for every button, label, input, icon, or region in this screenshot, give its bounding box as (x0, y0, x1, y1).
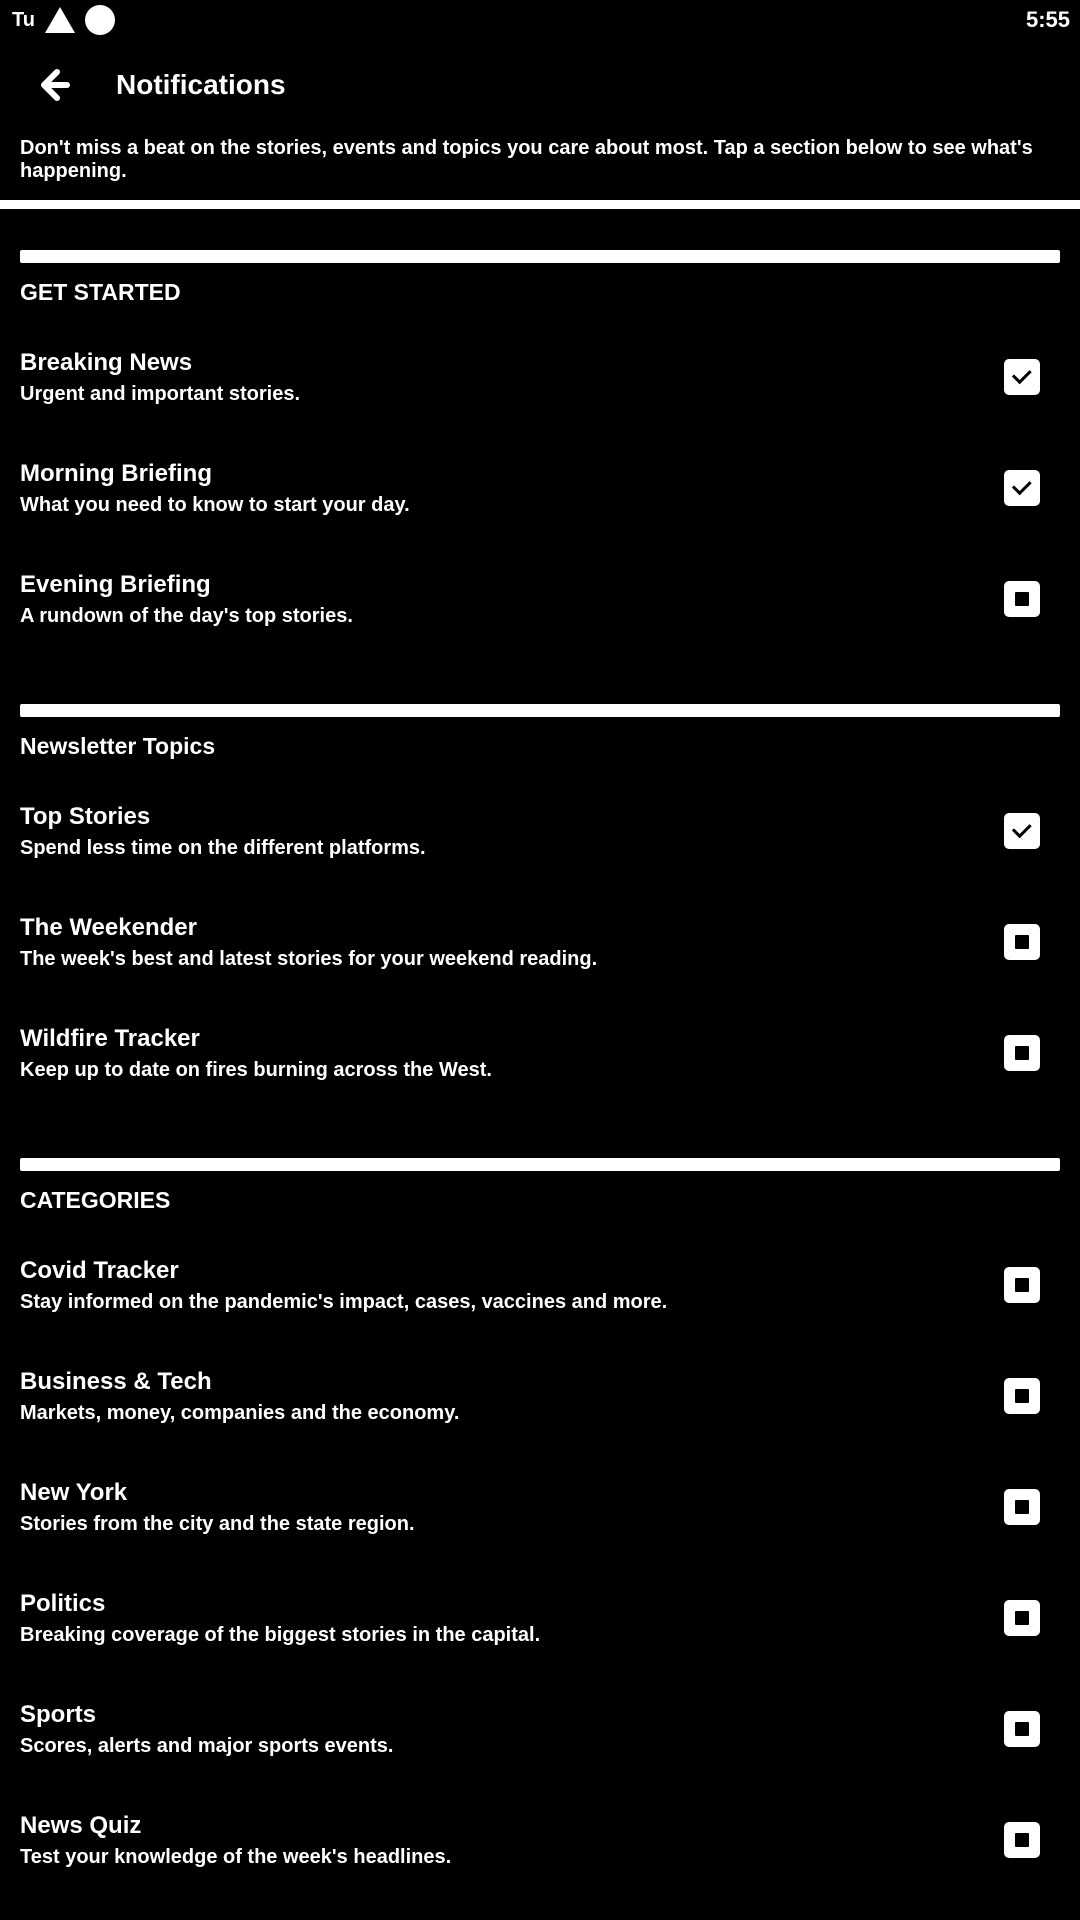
row-title: The Weekender (20, 913, 197, 941)
row-subtitle: The week's best and latest stories for y… (20, 947, 598, 970)
row-subtitle: Markets, money, companies and the econom… (20, 1401, 460, 1424)
row-title: New York (20, 1478, 128, 1506)
row-subtitle: Breaking coverage of the biggest stories… (20, 1623, 541, 1646)
checkbox-unchecked[interactable] (1004, 1821, 1040, 1858)
section-divider (20, 250, 1060, 263)
row-title: Politics (20, 1589, 106, 1617)
row-title: News Quiz (20, 1811, 142, 1839)
checkbox-unchecked[interactable] (1004, 923, 1040, 960)
row-subtitle: Stay informed on the pandemic's impact, … (20, 1290, 668, 1313)
checkbox-unchecked[interactable] (1004, 1710, 1040, 1747)
checkbox-unchecked[interactable] (1004, 1488, 1040, 1525)
notification-dot-icon (84, 5, 115, 35)
row-text: Evening Briefing A rundown of the day's t… (20, 568, 1004, 630)
row-subtitle: Keep up to date on fires burning across … (20, 1058, 492, 1081)
row-subtitle: Urgent and important stories. (20, 382, 301, 405)
checkbox-unchecked[interactable] (1004, 580, 1040, 617)
row-subtitle: Stories from the city and the state regi… (20, 1512, 415, 1535)
checkbox-box-icon (1015, 934, 1029, 949)
row-title: Breaking News (20, 348, 193, 376)
row-title: Top Stories (20, 802, 151, 830)
row-title: Sports (20, 1700, 97, 1728)
app-bar: Notifications (0, 40, 1080, 130)
section-divider (20, 1158, 1060, 1171)
checkbox-unchecked[interactable] (1004, 1034, 1040, 1071)
checkmark-icon (1011, 475, 1032, 496)
checkbox-box-icon (1015, 1045, 1029, 1060)
checkbox-box-icon (1015, 1388, 1029, 1403)
warning-icon (44, 7, 75, 33)
checkbox-box-icon (1015, 1610, 1029, 1625)
section-divider (20, 704, 1060, 717)
row-title: Morning Briefing (20, 459, 212, 487)
checkbox-box-icon (1015, 1832, 1029, 1847)
divider (0, 200, 1080, 209)
checkbox-unchecked[interactable] (1004, 1599, 1040, 1636)
row-title: Evening Briefing (20, 570, 211, 598)
arrow-left-icon (41, 69, 70, 101)
status-time: 5:55 (1025, 7, 1070, 32)
status-carrier-text: Tu (12, 8, 35, 31)
row-subtitle: Spend less time on the different platfor… (20, 836, 426, 859)
checkmark-icon (1011, 818, 1032, 839)
page-title: Notifications (116, 69, 286, 100)
row-title: Wildfire Tracker (20, 1024, 200, 1052)
status-left: Tu (12, 5, 115, 35)
checkbox-box-icon (1015, 1721, 1029, 1736)
row-subtitle: A rundown of the day's top stories. (20, 604, 353, 627)
row-subtitle: Test your knowledge of the week's headli… (20, 1845, 452, 1868)
status-bar: Tu 5:55 (0, 0, 1080, 40)
checkbox-box-icon (1015, 591, 1029, 606)
row-subtitle: What you need to know to start your day. (20, 493, 410, 516)
row-title: Business & Tech (20, 1367, 212, 1395)
checkbox-unchecked[interactable] (1004, 1377, 1040, 1414)
row-title: Covid Tracker (20, 1256, 179, 1284)
section-title: Newsletter Topics (20, 732, 216, 759)
checkbox-box-icon (1015, 1277, 1029, 1292)
section-title: CATEGORIES (20, 1186, 171, 1213)
back-button[interactable] (24, 55, 84, 115)
checkbox-checked[interactable] (1004, 812, 1040, 849)
row-subtitle: Scores, alerts and major sports events. (20, 1734, 394, 1757)
intro-text: Don't miss a beat on the stories, events… (20, 137, 1033, 182)
notification-toggle-row[interactable]: Evening Briefing A rundown of the day's t… (0, 543, 1080, 654)
section-title: GET STARTED (20, 278, 181, 305)
checkbox-checked[interactable] (1004, 358, 1040, 395)
checkbox-box-icon (1015, 1499, 1029, 1514)
checkbox-unchecked[interactable] (1004, 1266, 1040, 1303)
checkmark-icon (1011, 364, 1032, 385)
checkbox-checked[interactable] (1004, 469, 1040, 506)
